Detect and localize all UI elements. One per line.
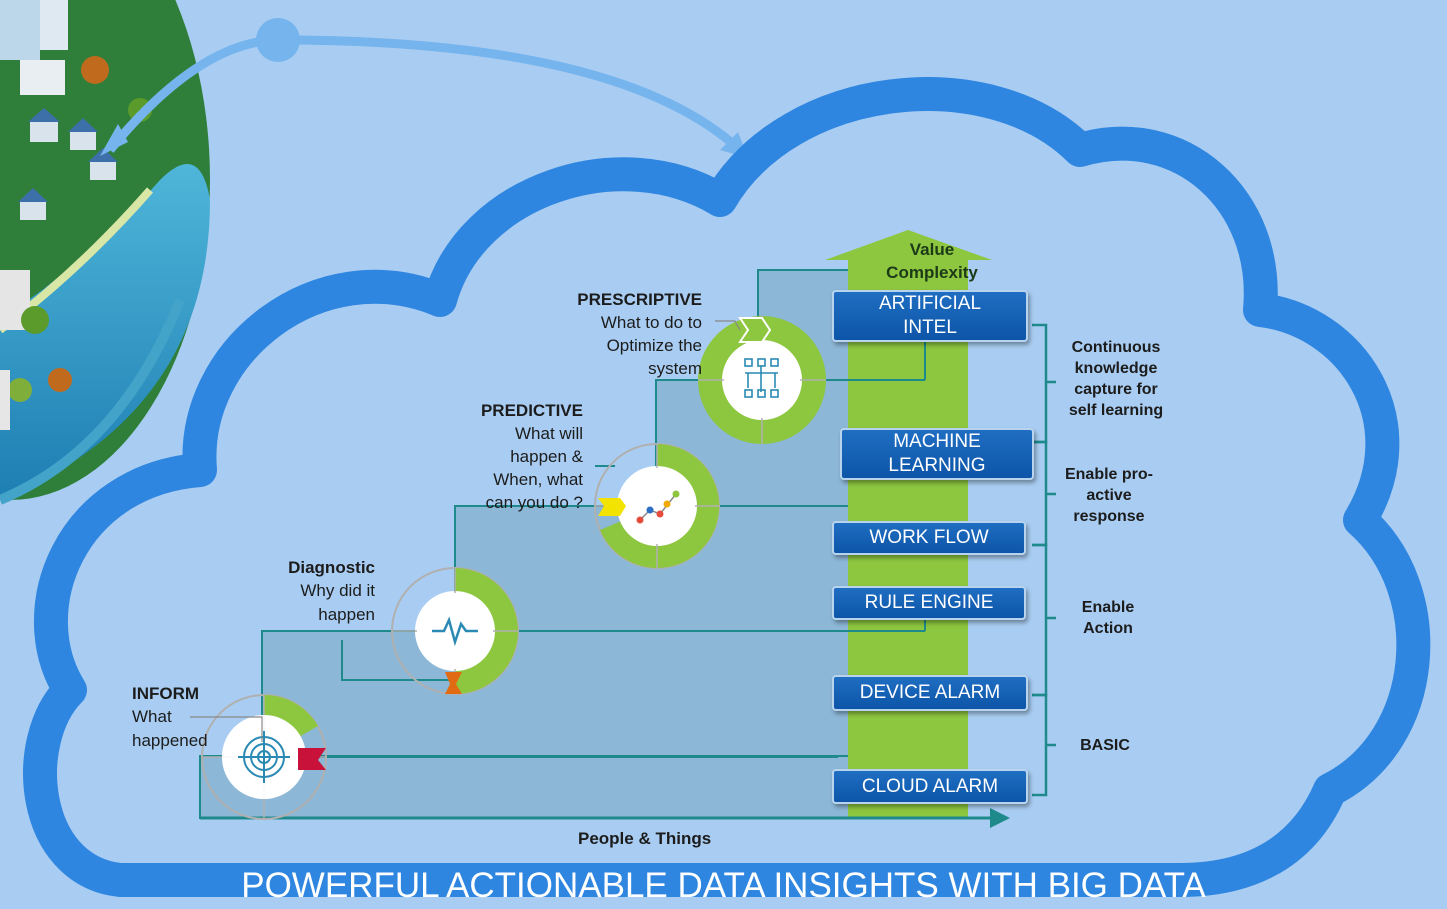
diagnostic-stage-circle [391, 567, 519, 695]
machine-learning-box: MACHINE LEARNING [840, 428, 1034, 480]
machine-learning-line2: LEARNING [888, 455, 986, 476]
inform-desc-line2: happened [132, 731, 208, 750]
prescriptive-title: PRESCRIPTIVE [577, 290, 702, 309]
pulse-icon [432, 616, 478, 647]
predictive-marker [598, 498, 626, 516]
device-alarm-label: DEVICE ALARM [859, 682, 1001, 703]
bracket-basic: BASIC [1080, 737, 1130, 754]
cloud-outline [23, 77, 1431, 897]
continuous-line4: self learning [1068, 402, 1164, 419]
diagnostic-marker [445, 672, 462, 694]
continuous-line1: Continuous [1071, 339, 1161, 356]
stage-connectors [300, 340, 926, 758]
prescriptive-desc-line2: Optimize the [606, 336, 702, 355]
predictive-desc-line3: When, what [493, 470, 583, 489]
diagnostic-title: Diagnostic [288, 558, 375, 577]
stage-leaders [190, 320, 741, 742]
footer-banner: POWERFUL ACTIONABLE DATA INSIGHTS WITH B… [241, 866, 1206, 905]
trend-icon [636, 490, 680, 524]
proactive-line3: response [1073, 508, 1145, 525]
machine-learning-line1: MACHINE [893, 431, 981, 452]
bracket-proactive-response: Enable pro- active response [1050, 464, 1168, 527]
prescriptive-stage-circle [698, 316, 826, 444]
rule-engine-label: RULE ENGINE [864, 592, 994, 613]
device-alarm-box: DEVICE ALARM [832, 675, 1028, 711]
inform-desc-line1: What [132, 707, 172, 726]
artificial-intel-line1: ARTIFICIAL [878, 293, 982, 314]
work-flow-label: WORK FLOW [869, 527, 989, 548]
continuous-line3: capture for [1074, 381, 1158, 398]
predictive-desc-line1: What will [514, 424, 583, 443]
rule-engine-box: RULE ENGINE [832, 586, 1026, 620]
people-things-axis [200, 808, 1010, 828]
hierarchy-icon [744, 358, 779, 398]
action-line2: Action [1083, 620, 1133, 637]
prescriptive-desc-line1: What to do to [600, 313, 702, 332]
artificial-intel-line2: INTEL [903, 317, 957, 338]
cloud-alarm-label: CLOUD ALARM [861, 775, 999, 797]
value-label: Value [909, 240, 955, 259]
complexity-label: Complexity [886, 263, 978, 282]
right-brackets [1032, 323, 1056, 797]
smart-city-illustration [0, 0, 210, 505]
people-things-label: People & Things [578, 829, 712, 848]
continuous-line2: knowledge [1074, 360, 1158, 377]
proactive-line1: Enable pro- [1064, 466, 1153, 483]
bracket-continuous-knowledge: Continuous knowledge capture for self le… [1052, 337, 1180, 421]
cloud-alarm-box: CLOUD ALARM [832, 769, 1028, 804]
prescriptive-marker [738, 317, 772, 343]
predictive-title: PREDICTIVE [480, 401, 583, 420]
prescriptive-desc-line3: system [648, 359, 702, 378]
predictive-stage-circle [594, 443, 720, 569]
inform-marker [298, 748, 326, 770]
target-icon [238, 731, 290, 783]
action-line1: Enable [1081, 599, 1135, 616]
diagnostic-desc-line1: Why did it [300, 581, 375, 600]
artificial-intel-box: ARTIFICIAL INTEL [832, 290, 1028, 342]
bracket-enable-action: Enable Action [1058, 597, 1158, 639]
predictive-desc-line4: can you do ? [485, 493, 583, 512]
work-flow-box: WORK FLOW [832, 521, 1026, 555]
diagnostic-desc-line2: happen [318, 605, 375, 624]
inform-title: INFORM [132, 684, 200, 703]
predictive-desc-line2: happen & [510, 447, 583, 466]
proactive-line2: active [1086, 487, 1132, 504]
